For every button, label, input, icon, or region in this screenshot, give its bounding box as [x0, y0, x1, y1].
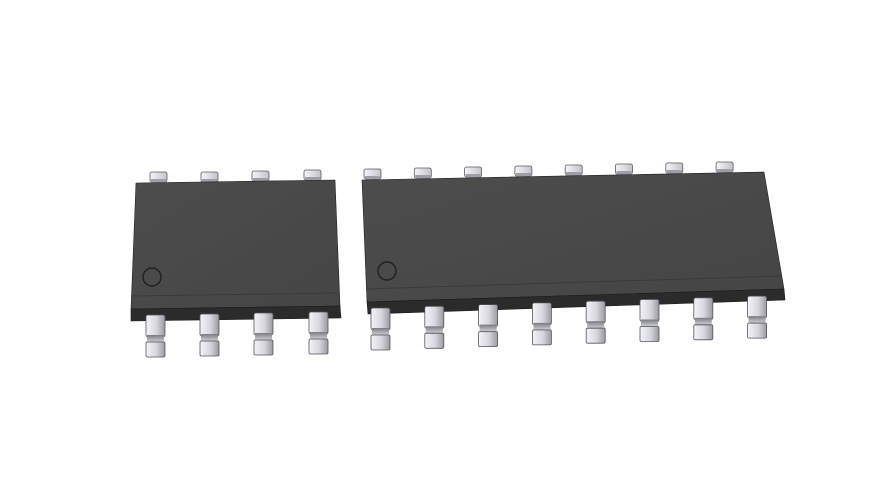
- soic-8-front-pin: [145, 314, 166, 358]
- soic-16-front-pin: [370, 307, 391, 351]
- soic-8-front-pin: [308, 311, 329, 355]
- soic-16-back-pin: [564, 164, 583, 176]
- soic-8-back-pin: [149, 171, 168, 183]
- soic-16-body-ridge: [365, 275, 782, 290]
- soic-16-back-pin: [413, 167, 432, 179]
- soic-8-package: [130, 169, 342, 358]
- soic-8-body-ridge: [130, 292, 340, 297]
- soic-16-back-pin: [715, 161, 734, 173]
- soic-16-front-pin: [747, 295, 767, 339]
- soic-16-front-pin: [532, 302, 552, 346]
- soic-8-back-pins: [149, 169, 322, 183]
- soic-16-pin1-marker: [377, 261, 397, 281]
- soic-16-front-pins: [370, 295, 767, 351]
- soic-16-front-pin: [639, 299, 660, 342]
- soic-16-front-pin: [693, 297, 714, 341]
- soic-8-back-pin: [200, 171, 219, 183]
- soic-16-body-front: [366, 288, 786, 315]
- soic-8-back-pin: [251, 170, 270, 182]
- soic-8-pin1-marker: [142, 267, 162, 287]
- soic-16-back-pin: [363, 168, 382, 180]
- soic-16-package: [361, 161, 786, 351]
- soic-16-front-pin: [478, 304, 499, 348]
- soic-16-front-pin: [424, 305, 445, 349]
- soic-16-back-pins: [363, 161, 734, 180]
- soic-8-front-pins: [145, 311, 329, 358]
- soic-16-back-pin: [514, 165, 533, 177]
- soic-16-back-pin: [615, 163, 633, 175]
- soic-16-front-pin: [585, 300, 606, 344]
- soic-8-body-top: [130, 179, 341, 310]
- soic-8-body-front: [130, 305, 342, 322]
- soic-8-front-pin: [253, 312, 274, 356]
- soic-8-back-pin: [303, 169, 322, 181]
- soic-8-front-pin: [199, 313, 220, 357]
- soic-16-back-pin: [464, 166, 483, 178]
- soic-16-back-pin: [665, 162, 684, 174]
